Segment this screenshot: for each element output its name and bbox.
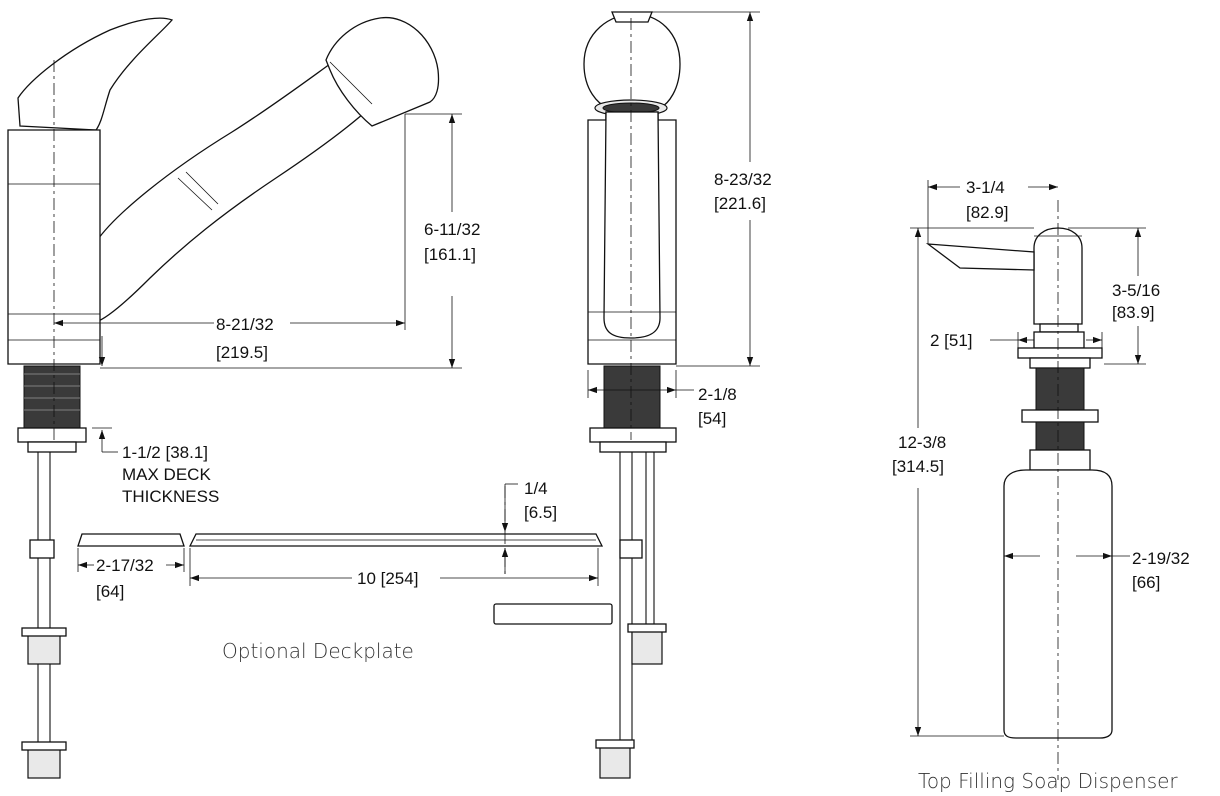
soap-head-height-frac: 3-5/16 <box>1112 281 1160 300</box>
soap-total-height-dimension: 12-3/8 [314.5] <box>892 227 1034 737</box>
deckplate-thickness-mm: [6.5] <box>524 503 557 522</box>
deck-thickness-dimension: 1-1/2 [38.1] MAX DECK THICKNESS <box>92 336 219 506</box>
soap-total-height-mm: [314.5] <box>892 457 944 476</box>
base-diameter-mm: [54] <box>698 409 726 428</box>
soap-bottle-diameter-frac: 2-19/32 <box>1132 549 1190 568</box>
deckplate-thickness-dimension: 1/4 [6.5] <box>501 479 557 574</box>
deckplate-thickness-frac: 1/4 <box>524 479 548 498</box>
soap-head-height-dimension: 3-5/16 [83.9] <box>1068 227 1160 365</box>
base-diameter-frac: 2-1/8 <box>698 385 737 404</box>
base-diameter-dimension: 2-1/8 [54] <box>587 370 737 428</box>
spout-height-mm: [161.1] <box>424 245 476 264</box>
deckplate-length: 10 [254] <box>357 569 418 588</box>
soap-reach-mm: [82.9] <box>966 203 1009 222</box>
deckplate-width-frac: 2-17/32 <box>96 556 154 575</box>
spout-reach-dimension: 8-21/32 [219.5] <box>54 114 406 364</box>
spout-height-frac: 6-11/32 <box>424 220 480 239</box>
soap-bottle-diameter-dimension: 2-19/32 [66] <box>1004 549 1190 592</box>
soap-flange-dimension: 2 [51] <box>930 331 1103 358</box>
soap-reach-dimension: 3-1/4 [82.9] <box>927 178 1058 244</box>
spout-height-dimension: 6-11/32 [161.1] <box>100 113 480 369</box>
soap-dispenser <box>925 200 1113 780</box>
soap-flange-text: 2 [51] <box>930 331 973 350</box>
overall-height-mm: [221.6] <box>714 194 766 213</box>
spout-reach-frac: 8-21/32 <box>216 315 274 334</box>
overall-height-dimension: 8-23/32 [221.6] <box>640 11 772 367</box>
spout-reach-mm: [219.5] <box>216 343 268 362</box>
deckplate-width-dimension: 2-17/32 [64] <box>77 548 185 601</box>
deckplate-caption: Optional Deckplate <box>222 639 414 663</box>
soap-bottle-diameter-mm: [66] <box>1132 573 1160 592</box>
soap-total-height-frac: 12-3/8 <box>898 433 946 452</box>
soap-head-height-mm: [83.9] <box>1112 303 1155 322</box>
deck-thickness-line1: 1-1/2 [38.1] <box>122 443 208 462</box>
faucet-side-view <box>7 17 440 779</box>
soap-reach-frac: 3-1/4 <box>966 178 1005 197</box>
deckplate-length-dimension: 10 [254] <box>189 548 599 588</box>
deck-thickness-line3: THICKNESS <box>122 487 219 506</box>
faucet-front-view <box>493 11 681 779</box>
soap-dispenser-caption: Top Filling Soap Dispenser <box>918 769 1178 793</box>
deck-thickness-line2: MAX DECK <box>122 465 211 484</box>
deckplate-width-mm: [64] <box>96 582 124 601</box>
overall-height-frac: 8-23/32 <box>714 170 772 189</box>
